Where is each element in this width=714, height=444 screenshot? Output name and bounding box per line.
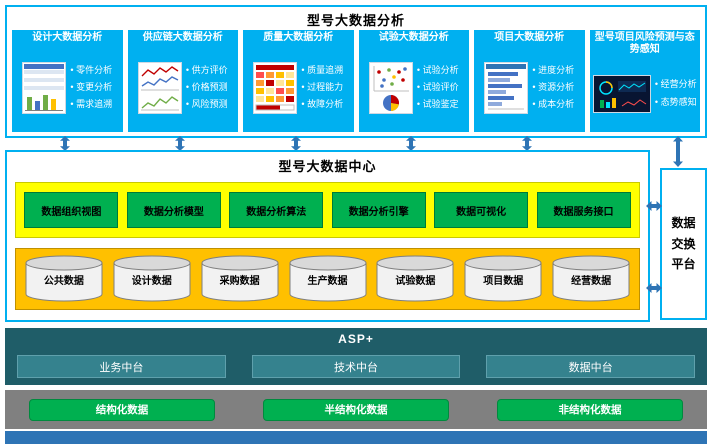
panel-item: 试验分析 [417,62,459,79]
panel-test-analysis: 试验大数据分析 [358,30,469,132]
bottom-accent-bar [5,431,707,444]
project-analysis-thumbnail [484,61,529,114]
panel-item-list: 质量追溯 过程能力 故障分析 [301,62,343,113]
database-label: 公共数据 [43,276,84,287]
vertical-connector-arrow [175,136,185,151]
panel-title: 设计大数据分析 [32,32,103,43]
panel-item-list: 经营分析 态势感知 [655,76,697,110]
panel-title: 项目大数据分析 [494,32,565,43]
vertical-connector-arrow [522,136,532,151]
platform-data: 数据中台 [486,355,696,378]
database-cylinder: 生产数据 [288,255,368,303]
data-exchange-platform-label: 数据交换平台 [671,216,696,272]
source-semi-structured-data: 半结构化数据 [263,398,449,421]
capability-box: 数据分析引擎 [331,192,426,228]
panel-title: 质量大数据分析 [263,32,334,43]
test-analysis-thumbnail [368,61,413,114]
asp-platforms: 业务中台 技术中台 数据中台 [17,355,696,378]
panel-item: 变更分析 [70,79,112,96]
panel-item: 资源分析 [532,79,574,96]
panel-title: 型号项目风险预测与态势感知 [594,32,695,55]
database-label: 项目数据 [483,276,524,287]
panel-item: 质量追溯 [301,62,343,79]
panel-title: 试验大数据分析 [378,32,449,43]
platform-technology: 技术中台 [251,355,461,378]
analysis-layer: 型号大数据分析 设计大数据分析 [5,5,707,138]
panel-item: 进度分析 [532,62,574,79]
panel-risk-situation-awareness: 型号项目风险预测与态势感知 [589,30,700,132]
panel-item: 价格预测 [186,79,228,96]
panel-body: 经营分析 态势感知 [592,57,699,130]
capability-box: 数据可视化 [434,192,529,228]
panel-project-analysis: 项目大数据分析 [474,30,585,132]
capability-box: 数据服务接口 [536,192,631,228]
source-unstructured-data: 非结构化数据 [497,398,683,421]
panel-item: 故障分析 [301,96,343,113]
panel-item: 过程能力 [301,79,343,96]
panel-item: 需求追溯 [70,96,112,113]
horizontal-connector-arrow [646,201,662,211]
capability-box: 数据组织视图 [24,192,119,228]
data-center-layer: 型号大数据中心 数据组织视图 数据分析模型 数据分析算法 数据分析引擎 数据可视… [5,150,650,322]
vertical-connector-arrow [60,136,70,151]
panel-item: 试验鉴定 [417,96,459,113]
analysis-panels: 设计大数据分析 [12,30,700,132]
panel-item-list: 进度分析 资源分析 成本分析 [532,62,574,113]
horizontal-connector-arrow [646,283,662,293]
asp-layer: ASP+ 业务中台 技术中台 数据中台 [5,328,707,385]
panel-item: 供方评价 [186,62,228,79]
panel-item: 态势感知 [655,94,697,111]
database-cylinder: 公共数据 [24,255,104,303]
panel-body: 试验分析 试验评价 试验鉴定 [361,45,468,130]
capability-box: 数据分析算法 [229,192,324,228]
vertical-connector-arrow [673,136,683,167]
panel-item: 经营分析 [655,76,697,93]
database-cylinder: 经营数据 [551,255,631,303]
panel-body: 进度分析 资源分析 成本分析 [476,45,583,130]
panel-item: 风险预测 [186,96,228,113]
database-cylinder: 试验数据 [375,255,455,303]
design-analysis-thumbnail [22,61,67,114]
panel-item: 零件分析 [70,62,112,79]
panel-item-list: 供方评价 价格预测 风险预测 [186,62,228,113]
database-label: 采购数据 [219,276,260,287]
panel-body: 供方评价 价格预测 风险预测 [130,45,237,130]
panel-title: 供应链大数据分析 [142,32,223,43]
capability-band: 数据组织视图 数据分析模型 数据分析算法 数据分析引擎 数据可视化 数据服务接口 [15,182,640,238]
database-label: 试验数据 [395,276,436,287]
database-band: 公共数据 设计数据 采购数据 生产数据 试验数据 项目数据 [15,248,640,310]
vertical-connector-arrow [291,136,301,151]
panel-body: 质量追溯 过程能力 故障分析 [245,45,352,130]
data-center-title: 型号大数据中心 [278,159,377,174]
analysis-layer-title: 型号大数据分析 [306,13,405,28]
database-label: 经营数据 [571,276,612,287]
panel-item: 试验评价 [417,79,459,96]
asp-title: ASP+ [338,332,374,346]
capability-box: 数据分析模型 [126,192,221,228]
risk-dashboard-thumbnail [592,74,651,113]
panel-design-analysis: 设计大数据分析 [12,30,123,132]
source-structured-data: 结构化数据 [29,398,215,421]
database-cylinder: 采购数据 [200,255,280,303]
supply-chain-analysis-thumbnail [137,61,182,114]
panel-supply-chain-analysis: 供应链大数据分析 供方评价 价格预测 [127,30,238,132]
database-cylinder: 项目数据 [463,255,543,303]
database-label: 生产数据 [307,276,348,287]
data-source-layer: 结构化数据 半结构化数据 非结构化数据 [5,390,707,429]
quality-analysis-thumbnail [253,61,298,114]
panel-item-list: 试验分析 试验评价 试验鉴定 [417,62,459,113]
database-cylinder: 设计数据 [112,255,192,303]
panel-body: 零件分析 变更分析 需求追溯 [14,45,121,130]
vertical-connector-arrow [406,136,416,151]
panel-item-list: 零件分析 变更分析 需求追溯 [70,62,112,113]
panel-quality-analysis: 质量大数据分析 [243,30,354,132]
data-exchange-platform: 数据交换平台 [660,168,707,320]
platform-business: 业务中台 [17,355,226,378]
panel-item: 成本分析 [532,96,574,113]
database-label: 设计数据 [131,276,172,287]
